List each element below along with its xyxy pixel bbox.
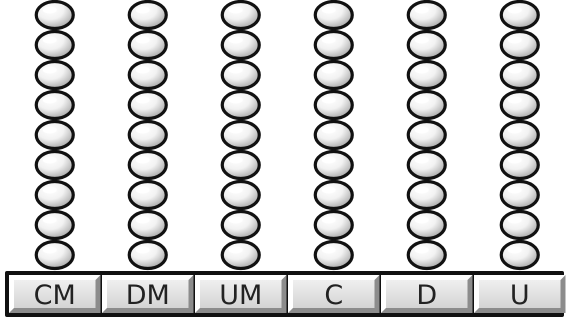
bead (315, 212, 352, 239)
place-value-cell-dm: DM (102, 275, 194, 313)
bead (501, 182, 538, 209)
bead (222, 2, 259, 29)
bead (129, 242, 166, 269)
place-value-cell-cm: CM (9, 275, 101, 313)
bead (222, 122, 259, 149)
bead (129, 32, 166, 59)
bead (501, 122, 538, 149)
bead (408, 2, 445, 29)
place-value-label: UM (219, 280, 262, 311)
bead-layer (36, 2, 538, 269)
bead (222, 182, 259, 209)
bead (408, 62, 445, 89)
bead (315, 92, 352, 119)
bead (408, 32, 445, 59)
bead (129, 182, 166, 209)
bead (501, 92, 538, 119)
bead (315, 2, 352, 29)
place-value-cell-u: U (474, 275, 566, 313)
bead (222, 242, 259, 269)
bead (129, 212, 166, 239)
place-value-base: CM DM UM C D U (5, 271, 566, 317)
place-value-cell-c: C (288, 275, 380, 313)
bead (501, 32, 538, 59)
bead (129, 122, 166, 149)
bead (501, 62, 538, 89)
place-value-label: CM (34, 280, 76, 311)
bead (36, 212, 73, 239)
bead (36, 62, 73, 89)
bead (222, 62, 259, 89)
bead (36, 2, 73, 29)
place-value-cell-um: UM (195, 275, 287, 313)
place-value-label: DM (126, 280, 170, 311)
bead (501, 2, 538, 29)
bead (501, 212, 538, 239)
bead (129, 152, 166, 179)
bead (36, 182, 73, 209)
place-value-label: C (324, 280, 343, 311)
bead (222, 92, 259, 119)
bead (315, 62, 352, 89)
bead (501, 152, 538, 179)
bead (315, 122, 352, 149)
place-value-label: D (416, 280, 437, 311)
bead (408, 122, 445, 149)
bead (408, 92, 445, 119)
bead (129, 62, 166, 89)
bead (501, 242, 538, 269)
bead (408, 152, 445, 179)
bead (129, 2, 166, 29)
bead (36, 32, 73, 59)
bead (222, 152, 259, 179)
place-value-cell-d: D (381, 275, 473, 313)
bead (36, 152, 73, 179)
bead (36, 122, 73, 149)
bead (315, 152, 352, 179)
bead (408, 242, 445, 269)
bead (36, 242, 73, 269)
bead (129, 92, 166, 119)
bead (315, 182, 352, 209)
bead (315, 32, 352, 59)
bead (315, 242, 352, 269)
place-value-label: U (510, 280, 530, 311)
bead (408, 212, 445, 239)
bead (222, 212, 259, 239)
bead (222, 32, 259, 59)
bead (36, 92, 73, 119)
bead (408, 182, 445, 209)
